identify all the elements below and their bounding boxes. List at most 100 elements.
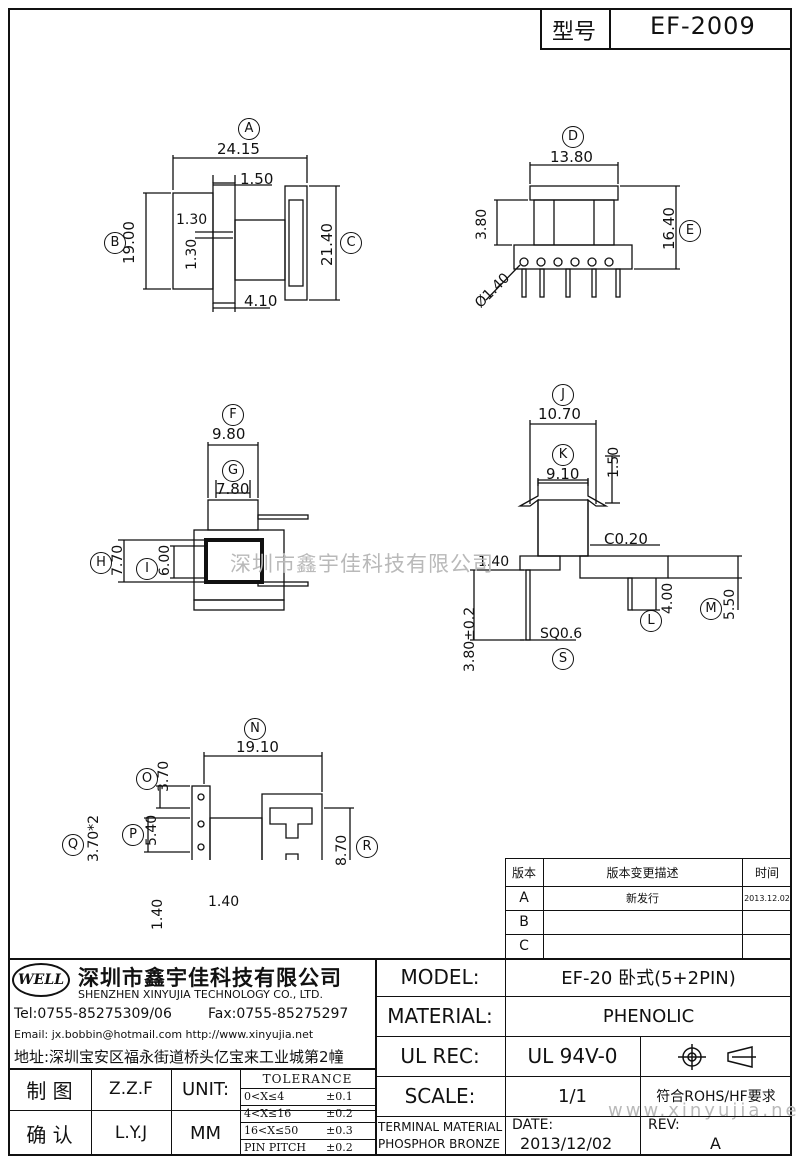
- dim-R-value: 8.70: [334, 834, 350, 866]
- dim-I-value: 6.00: [157, 544, 173, 576]
- dim-M-value: 5.50: [722, 588, 738, 620]
- watermark-cn: 深圳市鑫宇佳科技有限公司: [230, 552, 494, 576]
- terminal-material-line1: TERMINAL MATERIAL: [378, 1120, 503, 1134]
- rev-row-c-ver: C: [519, 938, 529, 954]
- company-name-cn: 深圳市鑫宇佳科技有限公司: [78, 966, 342, 990]
- rev-header-version: 版本: [511, 865, 536, 880]
- dim-P-circle: P: [122, 824, 144, 846]
- draw-name: Z.Z.F: [109, 1079, 153, 1099]
- check-label: 确 认: [26, 1122, 73, 1147]
- terminal-material-line2: PHOSPHOR BRONZE: [378, 1137, 500, 1151]
- rev-row-a-date: 2013.12.02: [744, 893, 790, 903]
- rohs-text: 符合ROHS/HF要求: [656, 1089, 776, 1105]
- dim-G-circle: G: [222, 460, 244, 482]
- material-label: MATERIAL:: [387, 1004, 493, 1028]
- dim-H-circle: H: [90, 552, 112, 574]
- tolerance-title: TOLERANCE: [262, 1072, 353, 1086]
- dim-S-circle: S: [552, 648, 574, 670]
- tolerance-val-1: ±0.1: [326, 1090, 353, 1103]
- dim-A-circle: A: [238, 118, 260, 140]
- company-tel: Tel:0755-85275309/06: [14, 1006, 172, 1022]
- dim-140a: 1.40: [478, 554, 510, 570]
- model-header-label: 型号: [552, 20, 597, 45]
- material-value: PHENOLIC: [602, 1005, 695, 1027]
- rev-header-date: 时间: [754, 865, 779, 880]
- dim-M-circle: M: [700, 598, 722, 620]
- dim-S-value: SQ0.6: [540, 626, 583, 642]
- company-name-en: SHENZHEN XINYUJIA TECHNOLOGY CO., LTD.: [78, 988, 323, 1001]
- dim-K-circle: K: [552, 444, 574, 466]
- rev-row-a-desc: 新发行: [626, 892, 659, 905]
- date-value: 2013/12/02: [520, 1134, 613, 1153]
- drawing-frame: [8, 8, 792, 1156]
- model-header-value: EF-2009: [650, 12, 756, 40]
- dim-A-value: 24.15: [217, 140, 260, 158]
- dim-L-value: 4.00: [660, 582, 676, 614]
- technical-drawing: [118, 155, 742, 860]
- tolerance-val-3: ±0.3: [326, 1124, 353, 1137]
- tolerance-val-4: ±0.2: [326, 1141, 353, 1154]
- tolerance-range-3: 16<X≤50: [244, 1124, 299, 1137]
- model-header-box: [540, 8, 792, 50]
- unit-value: MM: [189, 1122, 222, 1144]
- dim-130a: 1.30: [176, 212, 208, 228]
- dim-C-circle: C: [340, 232, 362, 254]
- dim-C-value: 21.40: [318, 223, 336, 266]
- dim-E-circle: E: [679, 220, 701, 242]
- dim-150b: 1.50: [606, 446, 622, 478]
- tolerance-range-4: PIN PITCH: [244, 1141, 306, 1154]
- dim-B-value: 19.00: [120, 221, 138, 264]
- scale-value: 1/1: [558, 1085, 587, 1107]
- dim-150: 1.50: [240, 170, 274, 188]
- dim-F-value: 9.80: [212, 425, 246, 443]
- dim-N-value: 19.10: [236, 738, 279, 756]
- rev-label: REV:: [648, 1117, 680, 1133]
- dim-Q-circle: Q: [62, 834, 84, 856]
- dim-I-circle: I: [136, 558, 158, 580]
- dim-K-value: 9.10: [546, 465, 580, 483]
- company-logo-text: WELL: [17, 972, 65, 988]
- dim-L-circle: L: [640, 610, 662, 632]
- dim-Q-value: 3.70*2: [86, 814, 102, 862]
- tolerance-range-1: 0<X≤4: [244, 1090, 285, 1103]
- ulrec-label: UL REC:: [400, 1044, 480, 1068]
- company-logo: WELL: [12, 963, 70, 997]
- model-value: EF-20 卧式(5+2PIN): [561, 968, 736, 989]
- tolerance-val-2: ±0.2: [326, 1107, 353, 1120]
- dim-410: 4.10: [244, 292, 278, 310]
- dim-B-circle: B: [104, 232, 126, 254]
- company-email: Email: jx.bobbin@hotmail.com http://www.…: [14, 1028, 314, 1041]
- dim-140c: 1.40: [208, 894, 240, 910]
- dim-P-value: 5.40: [144, 814, 160, 846]
- dim-380: 3.80: [474, 208, 490, 240]
- ulrec-value: UL 94V-0: [527, 1044, 618, 1068]
- view-top: [143, 155, 340, 312]
- dim-140b: 1.40: [150, 898, 166, 930]
- view-side: [485, 162, 680, 301]
- dim-130b: 1.30: [184, 238, 200, 270]
- header-divider: [609, 8, 611, 50]
- dim-E-value: 16.40: [660, 207, 678, 250]
- rev-header-desc: 版本变更描述: [606, 865, 679, 880]
- dim-D-value: 13.80: [550, 148, 593, 166]
- dim-D-circle: D: [562, 126, 584, 148]
- dim-J-circle: J: [552, 384, 574, 406]
- dim-c020: C0.20: [604, 530, 648, 548]
- view-section: [470, 420, 742, 641]
- dim-R-circle: R: [356, 836, 378, 858]
- scale-label: SCALE:: [404, 1084, 476, 1108]
- dim-380-tol: 3.80±0.2: [462, 606, 478, 672]
- projection-symbol-icon: [678, 1044, 756, 1070]
- dim-N-circle: N: [244, 718, 266, 740]
- view-front: [118, 442, 309, 611]
- rev-value: A: [710, 1134, 721, 1153]
- dim-J-value: 10.70: [538, 405, 581, 423]
- view-bottom: [144, 752, 354, 860]
- company-fax: Fax:0755-85275297: [208, 1006, 349, 1022]
- dim-O-circle: O: [136, 768, 158, 790]
- unit-label: UNIT:: [181, 1078, 230, 1100]
- date-label: DATE:: [512, 1117, 554, 1133]
- dim-G-value: 7.80: [216, 480, 250, 498]
- watermark-url: www.xinyujia.net: [608, 1100, 800, 1121]
- dim-F-circle: F: [222, 404, 244, 426]
